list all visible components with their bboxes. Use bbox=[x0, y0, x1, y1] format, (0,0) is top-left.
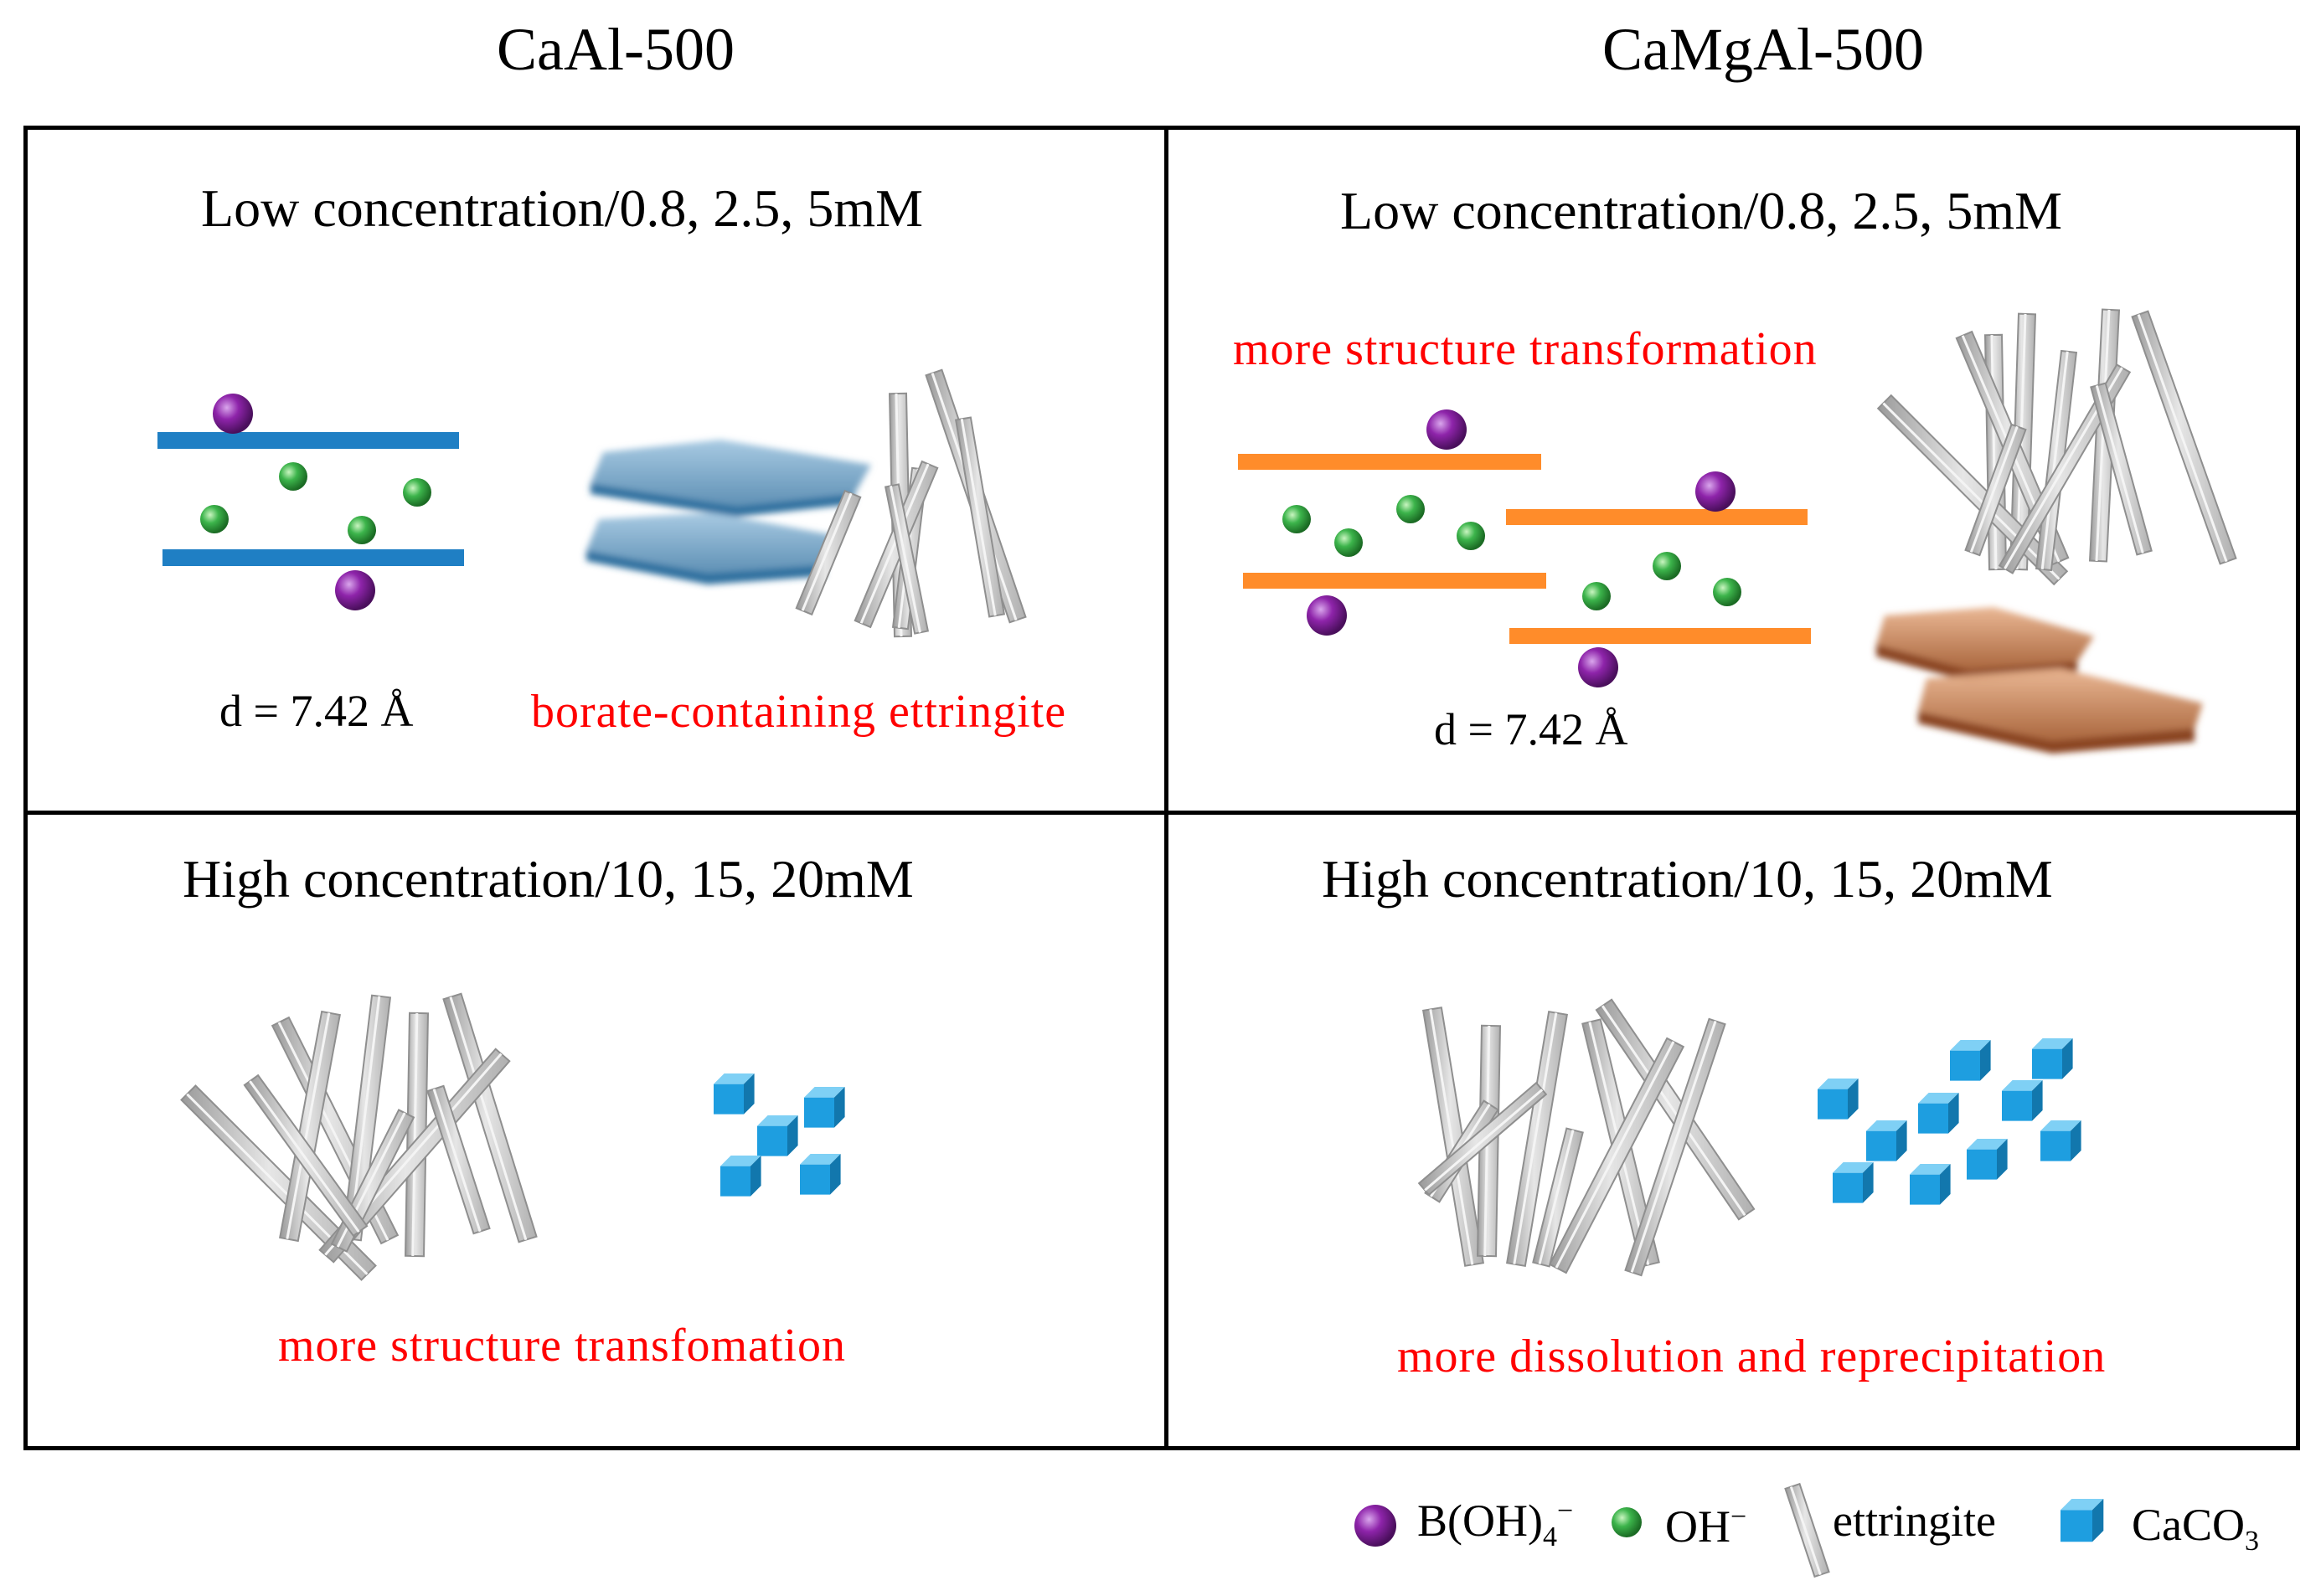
layer-bar bbox=[157, 432, 459, 449]
hydroxide-ion bbox=[348, 516, 376, 544]
layer-bar bbox=[1506, 509, 1808, 525]
plate bbox=[586, 512, 838, 574]
plate bbox=[591, 440, 871, 507]
ettringite-rod bbox=[426, 1084, 491, 1235]
ettringite-rod bbox=[442, 992, 538, 1243]
ettringite-rod bbox=[1964, 423, 2027, 557]
spacing-label-top-right: d = 7.42 Å bbox=[1434, 704, 1628, 754]
hydroxide-ion bbox=[1334, 528, 1363, 557]
caco3-cube bbox=[804, 1087, 845, 1128]
heading-top-right: Low concentration/0.8, 2.5, 5mM bbox=[1340, 181, 2063, 240]
layered-structure-caal bbox=[157, 394, 464, 610]
hydroxide-ion bbox=[1582, 582, 1611, 610]
caco3-cube bbox=[1910, 1164, 1951, 1205]
legend-caco3-icon bbox=[2061, 1499, 2104, 1542]
borate-ion bbox=[1426, 409, 1467, 450]
caco3-cube bbox=[720, 1156, 761, 1197]
ettringite-rod bbox=[1532, 1127, 1584, 1268]
caco3-cube bbox=[1950, 1040, 1991, 1081]
ettringite-bundle-bottom-left bbox=[180, 992, 538, 1281]
legend-borate-label: B(OH)4− bbox=[1417, 1496, 1574, 1552]
ettringite-rod bbox=[404, 1012, 430, 1258]
borate-ion bbox=[1307, 595, 1347, 636]
annotation-top-right: more structure transformation bbox=[1233, 323, 1818, 375]
ettringite-rod bbox=[954, 416, 1006, 618]
layer-bar bbox=[1509, 628, 1811, 644]
caco3-cluster-large bbox=[1818, 1038, 2081, 1205]
ettringite-rod bbox=[2131, 310, 2237, 565]
title-camgal: CaMgAl-500 bbox=[1602, 16, 1924, 83]
legend-symbols bbox=[1354, 1482, 2104, 1578]
hydroxide-ion bbox=[1653, 552, 1681, 580]
caco3-cube bbox=[757, 1115, 798, 1156]
plate bbox=[1918, 668, 2203, 741]
legend-hydroxide-label: OH− bbox=[1665, 1501, 1747, 1552]
borate-ettringite-plates bbox=[586, 440, 871, 584]
ettringite-rod bbox=[279, 1010, 341, 1243]
plate bbox=[1918, 712, 2195, 754]
copper-plates bbox=[1876, 607, 2203, 754]
panel-grid bbox=[23, 126, 2300, 1450]
ettringite-rod bbox=[1624, 1017, 1726, 1277]
spacing-label-top-left: d = 7.42 Å bbox=[219, 686, 414, 736]
borate-ion bbox=[213, 394, 253, 434]
annotation-bottom-right: more dissolution and reprecipitation bbox=[1397, 1331, 2107, 1382]
caco3-cube bbox=[1833, 1162, 1874, 1203]
ettringite-rod bbox=[1548, 1037, 1685, 1274]
heading-top-left: Low concentration/0.8, 2.5, 5mM bbox=[201, 178, 924, 238]
layered-structure-camgal bbox=[1238, 409, 1811, 687]
ettringite-rod bbox=[2090, 382, 2153, 556]
hydroxide-ion bbox=[279, 462, 307, 491]
title-caal: CaAl-500 bbox=[497, 16, 735, 83]
ettringite-bundle-bottom-right bbox=[1417, 998, 1756, 1277]
caco3-cube bbox=[800, 1154, 841, 1195]
caco3-cube bbox=[2061, 1499, 2104, 1542]
layer-bar bbox=[1243, 573, 1546, 589]
borate-ion bbox=[335, 570, 375, 610]
caco3-cube bbox=[1818, 1079, 1859, 1120]
hydroxide-ion bbox=[200, 505, 229, 533]
plate bbox=[591, 484, 854, 517]
legend-hydroxide-icon bbox=[1612, 1507, 1642, 1537]
caco3-cube bbox=[2040, 1120, 2081, 1161]
grid-divider-horizontal bbox=[28, 811, 2296, 815]
ettringite-rod bbox=[884, 483, 930, 635]
heading-bottom-right: High concentration/10, 15, 20mM bbox=[1322, 849, 2053, 909]
caco3-cube bbox=[1866, 1120, 1907, 1161]
caco3-cube bbox=[2002, 1080, 2043, 1121]
caco3-cube bbox=[1918, 1093, 1959, 1134]
caco3-cube bbox=[714, 1073, 755, 1115]
ettringite-rod bbox=[1417, 1081, 1548, 1197]
ettringite-rod bbox=[795, 489, 862, 616]
layer-bar bbox=[1238, 454, 1541, 470]
hydroxide-ion bbox=[1713, 578, 1741, 606]
ettringite-rod bbox=[1505, 1011, 1569, 1267]
caco3-cube bbox=[1967, 1139, 2008, 1180]
ettringite-rod bbox=[1595, 998, 1756, 1221]
legend-caco3-label: CaCO3 bbox=[2132, 1500, 2259, 1557]
ettringite-rod bbox=[1784, 1482, 1830, 1578]
ettringite-bundle-top-right bbox=[1876, 308, 2237, 586]
legend-ettringite-label: ettringite bbox=[1833, 1496, 1996, 1546]
layer-bar bbox=[162, 549, 464, 566]
caco3-cube bbox=[2032, 1038, 2073, 1079]
hydroxide-ion bbox=[1457, 522, 1485, 550]
borate-ion bbox=[1695, 471, 1736, 512]
plate bbox=[586, 551, 825, 584]
hydroxide-ion bbox=[1282, 505, 1311, 533]
caco3-cluster-small bbox=[714, 1073, 845, 1197]
hydroxide-ion bbox=[1396, 495, 1425, 523]
grid-divider-vertical bbox=[1164, 130, 1168, 1446]
ettringite-rod bbox=[243, 1073, 369, 1238]
borate-ion bbox=[1578, 647, 1618, 687]
hydroxide-ion bbox=[403, 478, 431, 507]
ettringite-bundle-small bbox=[795, 368, 1027, 638]
heading-bottom-left: High concentration/10, 15, 20mM bbox=[183, 849, 914, 909]
annotation-top-left: borate-containing ettringite bbox=[531, 686, 1067, 738]
legend-ettringite-icon bbox=[1784, 1482, 1830, 1578]
plate bbox=[1876, 607, 2094, 670]
annotation-bottom-left: more structure transfomation bbox=[278, 1320, 847, 1372]
legend-borate-icon bbox=[1354, 1505, 1396, 1547]
